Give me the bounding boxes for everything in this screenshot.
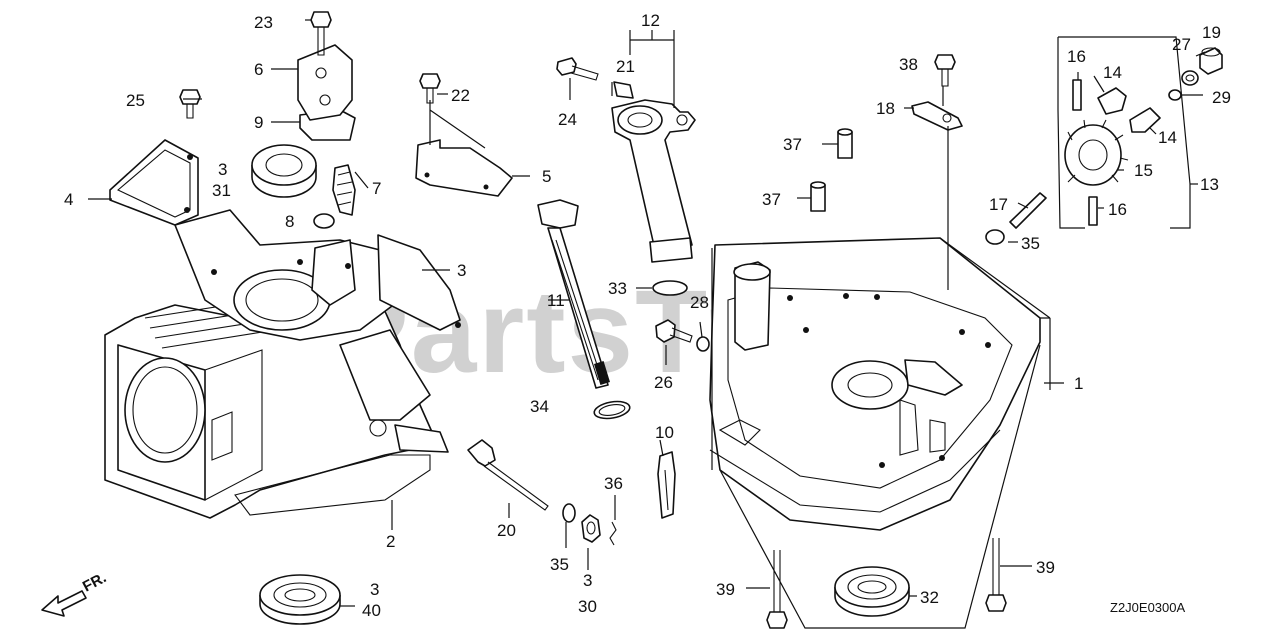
callout-22: 22 <box>451 86 470 105</box>
guide-plate-5[interactable] <box>415 139 513 197</box>
callout-32: 32 <box>920 588 939 607</box>
governor-shaft-20[interactable] <box>467 439 549 511</box>
washer-35-lower[interactable] <box>562 503 576 523</box>
callout-40: 40 <box>362 601 381 620</box>
callout-31: 31 <box>212 181 231 200</box>
front-arrow-icon <box>41 590 87 617</box>
callout-26: 26 <box>654 373 673 392</box>
front-label: FR. <box>80 569 109 595</box>
bolt-25[interactable] <box>179 89 201 119</box>
breather-cover-plate[interactable] <box>109 139 199 226</box>
dipstick-11[interactable] <box>537 199 610 389</box>
callout-10: 10 <box>655 423 674 442</box>
bolt-24[interactable] <box>556 57 599 81</box>
callout-28: 28 <box>690 293 709 312</box>
callout-12: 12 <box>641 11 660 30</box>
guide-10[interactable] <box>657 451 676 519</box>
callout-29: 29 <box>1212 88 1231 107</box>
callout-7: 7 <box>372 179 381 198</box>
governor-holder-14[interactable] <box>1097 87 1161 133</box>
governor-weight-15[interactable] <box>1064 119 1129 186</box>
washer-27[interactable] <box>1181 70 1199 86</box>
breather-cover[interactable] <box>297 44 356 141</box>
callout-21: 21 <box>616 57 635 76</box>
callout-34: 34 <box>530 397 549 416</box>
callout-37-upper: 37 <box>783 135 802 154</box>
pin-16-lower[interactable] <box>1088 196 1098 226</box>
callout-15: 15 <box>1134 161 1153 180</box>
callout-14-upper: 14 <box>1103 63 1122 82</box>
callout-labels: 1 2 3 3 31 3 40 3 30 4 5 6 7 8 9 10 11 1… <box>64 11 1231 620</box>
pin-17[interactable] <box>1009 192 1047 229</box>
callout-16-lower: 16 <box>1108 200 1127 219</box>
oil-seal-30[interactable] <box>581 514 601 543</box>
callout-3-oilseal: 3 <box>583 571 592 590</box>
breather-valve-7[interactable] <box>332 164 356 216</box>
oil-filler-tube-12[interactable] <box>611 99 696 263</box>
bearing-32[interactable] <box>834 566 910 617</box>
callout-20: 20 <box>497 521 516 540</box>
washer-35-upper[interactable] <box>985 229 1005 245</box>
front-direction-indicator: FR. <box>41 569 109 617</box>
dowel-pin-37-upper[interactable] <box>837 128 853 159</box>
bolt-39-right[interactable] <box>985 538 1007 612</box>
crankcase-cover-1[interactable] <box>709 237 1041 531</box>
bracket-18[interactable] <box>911 101 963 131</box>
dowel-pin-37-lower[interactable] <box>810 181 826 212</box>
o-ring-33[interactable] <box>652 280 688 296</box>
callout-1: 1 <box>1074 374 1083 393</box>
washer-29[interactable] <box>1168 89 1182 101</box>
callout-37-lower: 37 <box>762 190 781 209</box>
oil-seal-31[interactable] <box>251 144 317 198</box>
callout-13: 13 <box>1200 175 1219 194</box>
callout-18: 18 <box>876 99 895 118</box>
callout-16-upper: 16 <box>1067 47 1086 66</box>
callout-11: 11 <box>547 291 565 310</box>
callout-36: 36 <box>604 474 623 493</box>
callout-27: 27 <box>1172 35 1191 54</box>
o-ring-34[interactable] <box>593 399 631 421</box>
callout-23: 23 <box>254 13 273 32</box>
leader-lines <box>88 19 1206 629</box>
callout-24: 24 <box>558 110 577 129</box>
callout-6: 6 <box>254 60 263 79</box>
callout-39-right: 39 <box>1036 558 1055 577</box>
plug-8[interactable] <box>313 213 335 229</box>
cylinder-block[interactable] <box>104 209 461 519</box>
callout-17: 17 <box>989 195 1008 214</box>
callout-2: 2 <box>386 532 395 551</box>
slider-19[interactable] <box>1199 47 1223 75</box>
callout-3-seal: 3 <box>218 160 227 179</box>
callout-4: 4 <box>64 190 73 209</box>
callout-35-upper: 35 <box>1021 234 1040 253</box>
collar-21[interactable] <box>613 81 634 99</box>
callout-5: 5 <box>542 167 551 186</box>
callout-8: 8 <box>285 212 294 231</box>
callout-9: 9 <box>254 113 263 132</box>
callout-30: 30 <box>578 597 597 616</box>
bearing-40[interactable] <box>259 574 341 625</box>
bolt-38[interactable] <box>934 54 956 87</box>
clip-36[interactable] <box>609 521 617 546</box>
callout-3-bearing: 3 <box>370 580 379 599</box>
diagram-code: Z2J0E0300A <box>1110 600 1185 615</box>
callout-19: 19 <box>1202 23 1221 42</box>
callout-3-block: 3 <box>457 261 466 280</box>
callout-35-lower: 35 <box>550 555 569 574</box>
callout-38: 38 <box>899 55 918 74</box>
washer-28[interactable] <box>696 336 710 352</box>
callout-25: 25 <box>126 91 145 110</box>
callout-14-lower: 14 <box>1158 128 1177 147</box>
bolt-26[interactable] <box>655 319 693 343</box>
bolt-22[interactable] <box>419 73 441 104</box>
callout-33: 33 <box>608 279 627 298</box>
pin-16-upper[interactable] <box>1072 79 1082 111</box>
callout-39-left: 39 <box>716 580 735 599</box>
